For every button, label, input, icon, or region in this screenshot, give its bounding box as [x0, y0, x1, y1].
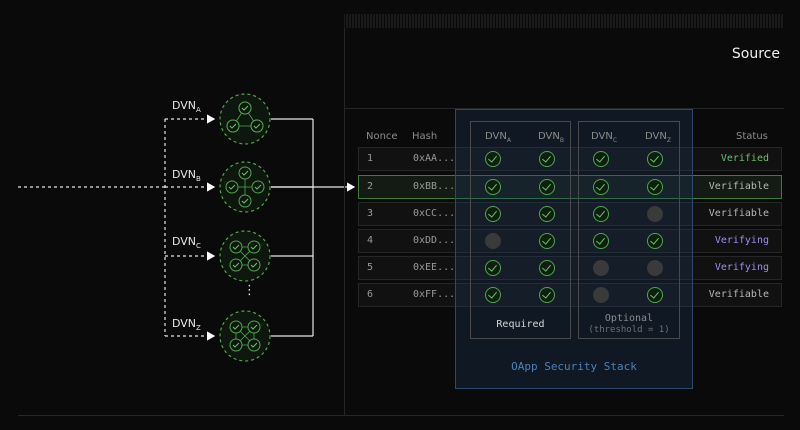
pending-icon	[647, 206, 663, 222]
required-label: Required	[496, 319, 545, 330]
row-status: Verifiable	[708, 181, 769, 192]
check-icon	[539, 287, 555, 303]
header-dvn-c: DVNC	[591, 131, 618, 144]
mini-check-icon	[251, 180, 265, 194]
mini-check-icon	[247, 320, 261, 334]
check-icon	[485, 206, 501, 222]
header-hash: Hash	[412, 131, 438, 142]
check-icon	[647, 233, 663, 249]
mini-check-icon	[250, 119, 264, 133]
pending-icon	[647, 260, 663, 276]
dvn-label-a: DVNA	[172, 99, 201, 115]
source-header-rule	[344, 108, 784, 109]
check-icon	[593, 151, 609, 167]
check-icon	[647, 151, 663, 167]
check-icon	[485, 179, 501, 195]
check-icon	[485, 287, 501, 303]
check-icon	[647, 179, 663, 195]
optional-label: Optional	[604, 313, 654, 324]
mini-check-icon	[229, 320, 243, 334]
check-icon	[647, 287, 663, 303]
header-dvn-b: DVNB	[538, 131, 564, 144]
bottom-rule	[18, 415, 784, 416]
row-nonce: 1	[367, 153, 374, 164]
check-icon	[485, 260, 501, 276]
check-icon	[593, 206, 609, 222]
mini-check-icon	[238, 166, 252, 180]
header-nonce: Nonce	[366, 131, 398, 142]
row-status: Verifiable	[708, 289, 769, 300]
mini-check-icon	[226, 119, 240, 133]
row-nonce: 4	[367, 235, 374, 246]
check-icon	[593, 179, 609, 195]
check-icon	[539, 206, 555, 222]
row-status: Verifiable	[708, 208, 769, 219]
mini-check-icon	[238, 101, 252, 115]
row-nonce: 6	[367, 289, 374, 300]
pending-icon	[593, 260, 609, 276]
row-hash: 0xAA...	[413, 153, 456, 164]
row-hash: 0xDD...	[413, 235, 456, 246]
header-status: Status	[736, 131, 768, 142]
more-dvns-ellipsis: ⋮	[243, 283, 256, 298]
dvn-label-z: DVNZ	[172, 317, 201, 333]
tick-ruler	[344, 14, 783, 28]
check-icon	[539, 260, 555, 276]
required-group	[470, 121, 571, 339]
row-nonce: 2	[367, 181, 374, 192]
mini-check-icon	[247, 338, 261, 352]
row-hash: 0xCC...	[413, 208, 456, 219]
dvn-label-b: DVNB	[172, 168, 201, 184]
pending-icon	[485, 233, 501, 249]
mini-check-icon	[229, 240, 243, 254]
row-nonce: 5	[367, 262, 374, 273]
source-title: Source	[731, 46, 780, 62]
check-icon	[539, 233, 555, 249]
header-dvn-a: DVNA	[485, 131, 511, 144]
mini-check-icon	[229, 338, 243, 352]
mini-check-icon	[247, 258, 261, 272]
mini-check-icon	[247, 240, 261, 254]
source-divider	[344, 28, 345, 416]
pending-icon	[593, 287, 609, 303]
optional-threshold-label: (threshold = 1)	[588, 325, 670, 335]
row-hash: 0xBB...	[413, 181, 456, 192]
dvn-label-c: DVNC	[172, 235, 201, 251]
row-status: Verified	[720, 153, 769, 164]
check-icon	[485, 151, 501, 167]
row-hash: 0xEE...	[413, 262, 456, 273]
row-hash: 0xFF...	[413, 289, 456, 300]
header-dvn-z: DVNZ	[645, 131, 671, 144]
row-status: Verifying	[714, 262, 769, 273]
check-icon	[539, 179, 555, 195]
mini-check-icon	[238, 194, 252, 208]
mini-check-icon	[225, 180, 239, 194]
stack-label: OApp Security Stack	[511, 360, 637, 373]
mini-check-icon	[229, 258, 243, 272]
check-icon	[593, 233, 609, 249]
row-nonce: 3	[367, 208, 374, 219]
optional-group	[578, 121, 680, 339]
row-status: Verifying	[714, 235, 769, 246]
check-icon	[539, 151, 555, 167]
